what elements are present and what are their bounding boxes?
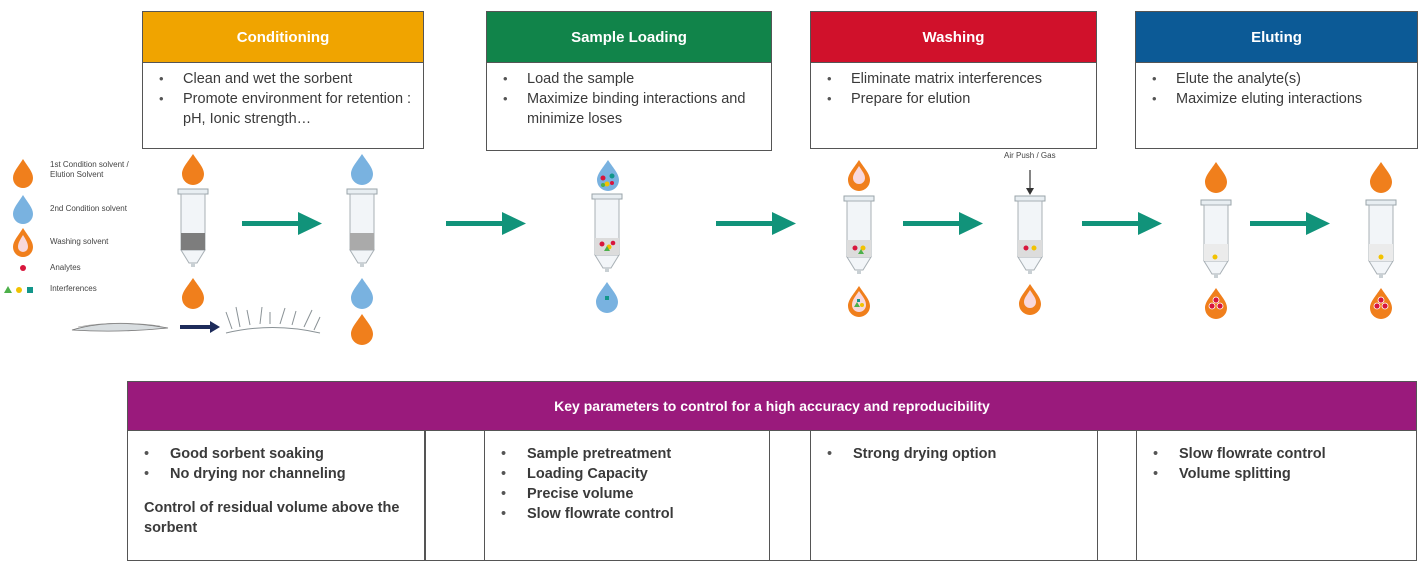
arrow-right-icon	[903, 212, 983, 235]
key-bullet: Strong drying option	[827, 444, 1085, 464]
cartridge-3	[591, 193, 623, 273]
key-parameters-col-4: Slow flowrate control Volume splitting	[1136, 431, 1417, 561]
process-diagram	[71, 154, 1397, 345]
orange-drop-icon	[1370, 162, 1392, 193]
step-conditioning-title: Conditioning	[143, 12, 423, 63]
orange-drop-icon	[13, 159, 33, 188]
key-parameters-col-3: Strong drying option	[810, 431, 1098, 561]
orange-drop-icon	[182, 154, 204, 185]
legend-solvent1: 1st Condition solvent / Elution Solvent	[50, 160, 129, 179]
sorbent-soaked-illustration	[225, 306, 321, 334]
key-parameters-col-2: Sample pretreatment Loading Capacity Pre…	[484, 431, 770, 561]
legend-washing: Washing solvent	[50, 237, 109, 246]
blue-drop-icon	[596, 282, 618, 313]
key-parameters-gap	[1097, 431, 1137, 561]
legend-interferences: Interferences	[50, 284, 97, 293]
key-bullet: Volume splitting	[1153, 464, 1404, 484]
legend-solvent2: 2nd Condition solvent	[50, 204, 127, 213]
cartridge-1	[177, 188, 209, 268]
step-bullet: Elute the analyte(s)	[1146, 69, 1407, 89]
arrow-right-icon	[716, 212, 796, 235]
blue-drop-icon	[351, 154, 373, 185]
arrow-right-icon	[1250, 212, 1330, 235]
sorbent-dry-illustration	[71, 322, 169, 332]
key-bullet: Sample pretreatment	[501, 444, 757, 464]
key-parameters-col-1: Good sorbent soaking No drying nor chann…	[127, 431, 425, 561]
eluate-drop-analytes-icon	[1370, 288, 1392, 319]
washing-drop-icon	[1019, 284, 1041, 315]
key-bullet: Loading Capacity	[501, 464, 757, 484]
blue-drop-icon	[13, 195, 33, 224]
legend-analytes: Analytes	[50, 263, 81, 272]
orange-drop-icon	[182, 278, 204, 309]
key-parameters-gap	[425, 431, 485, 561]
soaking-arrow-icon	[180, 321, 220, 333]
key-bullet: No drying nor channeling	[144, 464, 412, 484]
arrow-right-icon	[242, 212, 322, 235]
step-sample-loading-title: Sample Loading	[487, 12, 771, 63]
key-parameters-title: Key parameters to control for a high acc…	[127, 381, 1417, 431]
step-bullet: Maximize eluting interactions	[1146, 89, 1407, 109]
legend: 1st Condition solvent / Elution Solvent …	[0, 150, 150, 310]
arrow-right-icon	[446, 212, 526, 235]
cartridge-5	[1014, 195, 1046, 275]
key-parameters-gap	[769, 431, 811, 561]
orange-drop-icon	[351, 314, 373, 345]
step-bullet: Maximize binding interactions and minimi…	[497, 89, 761, 129]
key-bullet: Good sorbent soaking	[144, 444, 412, 464]
step-bullet: Eliminate matrix interferences	[821, 69, 1086, 89]
cartridge-7	[1365, 199, 1397, 279]
key-bullet: Precise volume	[501, 484, 757, 504]
interference-shapes-icon	[4, 286, 33, 293]
washing-drop-icon	[848, 160, 870, 191]
step-sample-loading: Sample Loading Load the sample Maximize …	[486, 11, 772, 151]
step-bullet: Clean and wet the sorbent	[153, 69, 413, 89]
key-note: Control of residual volume above the sor…	[144, 500, 400, 536]
eluate-drop-analytes-icon	[1205, 288, 1227, 319]
flow-arrows	[242, 212, 1330, 235]
analyte-dot-icon	[20, 265, 26, 271]
key-bullet: Slow flowrate control	[1153, 444, 1404, 464]
step-washing-title: Washing	[811, 12, 1096, 63]
washing-drop-interferences-icon	[848, 286, 870, 317]
sample-drop-icon	[597, 160, 619, 191]
step-washing: Washing Eliminate matrix interferences P…	[810, 11, 1097, 149]
air-push-arrow-icon	[1026, 170, 1034, 195]
key-bullet: Slow flowrate control	[501, 504, 757, 524]
step-bullet: Prepare for elution	[821, 89, 1086, 109]
air-push-label: Air Push / Gas	[1004, 151, 1056, 160]
step-eluting: Eluting Elute the analyte(s) Maximize el…	[1135, 11, 1418, 149]
cartridge-4	[843, 195, 875, 275]
step-conditioning: Conditioning Clean and wet the sorbent P…	[142, 11, 424, 149]
step-bullet: Promote environment for retention : pH, …	[153, 89, 413, 129]
step-eluting-title: Eluting	[1136, 12, 1417, 63]
orange-drop-icon	[1205, 162, 1227, 193]
arrow-right-icon	[1082, 212, 1162, 235]
washing-drop-icon	[13, 228, 33, 257]
cartridge-6	[1200, 199, 1232, 279]
blue-drop-icon	[351, 278, 373, 309]
step-bullet: Load the sample	[497, 69, 761, 89]
cartridge-2	[346, 188, 378, 268]
